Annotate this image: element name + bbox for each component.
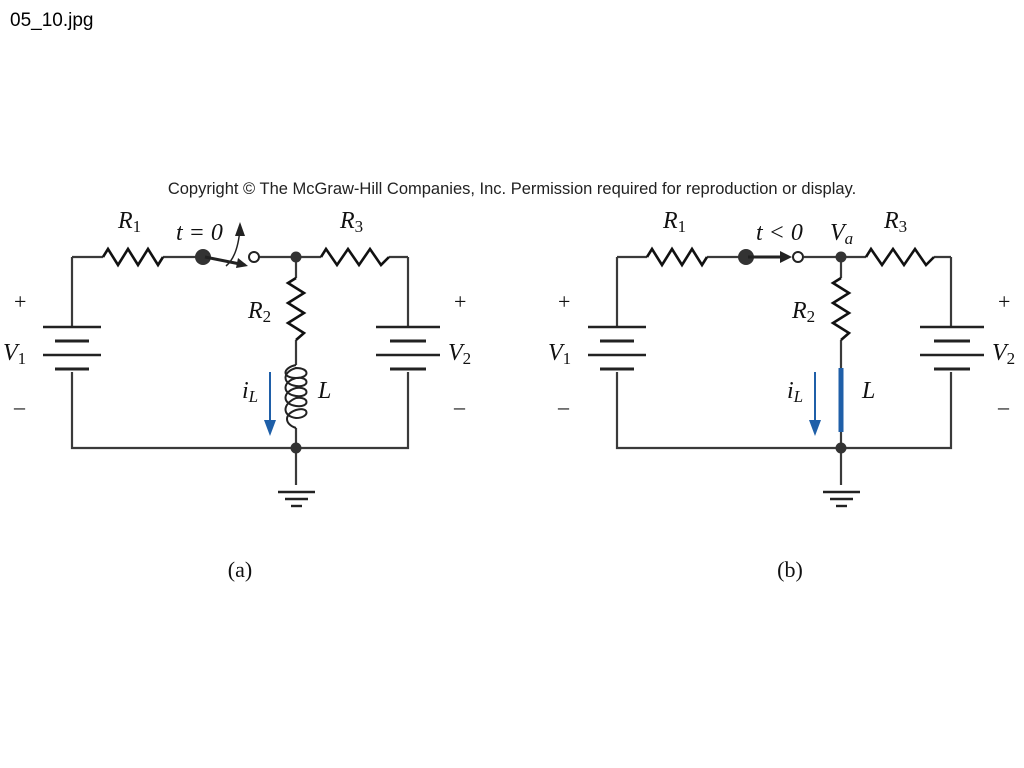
node-a-bottom [290,442,302,454]
label-b-v2-plus: + [998,289,1010,314]
switch-a-pivot [195,249,211,265]
caption-b: (b) [777,557,803,582]
resistor-a-r2 [285,276,307,341]
wire-b-left [615,257,953,450]
battery-b-v2 [920,325,984,371]
battery-b-v1 [588,325,646,371]
label-a-r1: R1 [117,208,141,236]
label-b-il: iL [787,378,803,406]
switch-a-contact [248,251,260,263]
battery-a-v1 [43,325,101,371]
label-b-inductor: L [861,378,875,404]
ground-a-icon [278,490,315,508]
node-b-va [835,251,847,263]
label-b-v2-minus: – [997,394,1010,419]
resistor-b-r3 [864,246,935,268]
caption-a: (a) [228,557,252,582]
switch-a-arrowhead-icon [235,222,245,236]
switch-b-contact [792,251,804,263]
node-b-bottom [835,442,847,454]
label-a-v2-plus: + [454,289,466,314]
label-a-v1: V1 [3,340,26,368]
node-a-top [290,251,302,263]
label-b-v1-plus: + [558,289,570,314]
label-b-r3: R3 [883,208,907,236]
label-a-v2-minus: – [453,394,466,419]
label-b-v1: V1 [548,340,571,368]
label-a-v1-plus: + [14,289,26,314]
label-b-r1: R1 [662,208,686,236]
label-a-r3: R3 [339,208,363,236]
resistor-a-r3 [319,246,390,268]
resistor-a-r1 [101,246,165,268]
circuit-a: R1 R3 R2 t = 0 V1 V2 + – + – iL L (a) [3,208,471,582]
wire-a-left [70,257,410,450]
resistor-b-r2 [830,276,852,341]
label-b-v2: V2 [992,340,1015,368]
battery-a-v2 [376,325,440,371]
label-a-il: iL [242,378,258,406]
label-a-v1-minus: – [13,394,26,419]
label-b-switch: t < 0 [756,220,803,246]
label-b-r2: R2 [791,298,815,326]
file-name: 05_10.jpg [10,10,94,31]
label-b-v1-minus: – [557,394,570,419]
ground-b-icon [823,490,860,508]
circuit-b: R1 R3 R2 t < 0 Va V1 V2 + – + – iL L (b) [548,208,1015,582]
inductor-a-coil [284,364,308,429]
label-b-node-va: Va [830,220,853,248]
resistor-b-r1 [645,246,709,268]
label-a-v2: V2 [448,340,471,368]
current-arrowhead-b-icon [809,420,821,436]
copyright-notice: Copyright © The McGraw-Hill Companies, I… [167,180,857,198]
label-a-inductor: L [317,378,331,404]
label-a-switch: t = 0 [176,220,223,246]
switch-b-tip [780,251,792,263]
switch-a-tip [236,258,248,268]
label-a-r2: R2 [247,298,271,326]
switch-b-pivot [738,249,754,265]
current-arrowhead-a-icon [264,420,276,436]
